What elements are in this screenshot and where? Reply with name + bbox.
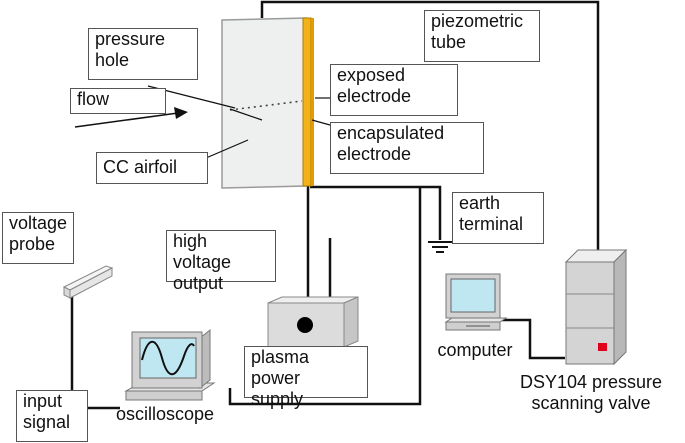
input-signal-label: input signal xyxy=(16,390,88,442)
supply-feed-wire xyxy=(228,187,422,406)
oscilloscope-device xyxy=(124,328,216,401)
oscilloscope-label: oscilloscope xyxy=(115,404,215,424)
cc-airfoil-label: CC airfoil xyxy=(96,152,208,184)
scanning-valve-label: DSY104 pressure scanning valve xyxy=(519,372,663,413)
computer-label: computer xyxy=(437,340,513,360)
plasma-power-supply-box xyxy=(267,296,359,348)
voltage-probe-label: voltage probe xyxy=(2,212,74,264)
computer-to-valve-wire xyxy=(500,318,565,360)
plasma-power-supply-label: plasma power supply xyxy=(244,346,368,409)
piezometric-tube-wire xyxy=(260,0,600,250)
flow-label: flow xyxy=(70,88,166,114)
exposed-electrode-label: exposed electrode xyxy=(330,64,458,116)
pressure-hole-label: pressure hole xyxy=(88,28,198,80)
computer-device xyxy=(444,273,508,331)
piezometric-tube-label: piezometric tube xyxy=(424,10,540,62)
cc-airfoil-plate xyxy=(221,17,307,189)
high-voltage-output-label: high voltage output xyxy=(166,230,276,293)
scanning-valve-tower xyxy=(564,248,628,366)
encapsulated-electrode-label: encapsulated electrode xyxy=(330,122,484,174)
encapsulated-electrode-strip xyxy=(302,17,312,187)
flow-arrow xyxy=(74,107,188,128)
earth-symbol xyxy=(428,241,452,253)
earth-terminal-label: earth terminal xyxy=(452,192,544,244)
wires xyxy=(70,0,600,410)
exposed-electrode-strip xyxy=(311,18,314,186)
earth-wire xyxy=(310,185,442,240)
voltage-probe-body xyxy=(62,265,114,299)
pressure-hole-row xyxy=(229,100,303,111)
